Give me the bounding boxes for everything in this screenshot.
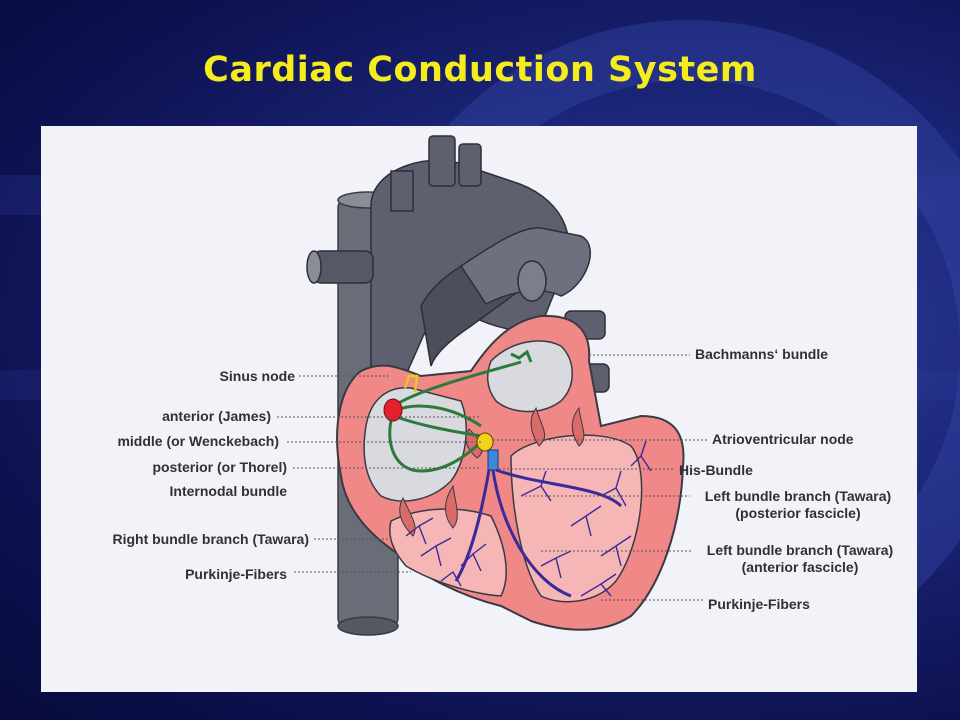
slide-title: Cardiac Conduction System: [203, 50, 757, 90]
label-left-bundle-posterior: Left bundle branch (Tawara) (posterior f…: [687, 488, 909, 522]
label-sinus-node: Sinus node: [219, 368, 295, 384]
bundle-branches: [454, 468, 623, 598]
sinus-node: [383, 398, 403, 422]
label-purkinje-fibers-right: Purkinje-Fibers: [708, 596, 810, 612]
label-bachmanns-bundle: Bachmanns‘ bundle: [695, 346, 829, 362]
label-atrioventricular-node: Atrioventricular node: [712, 431, 854, 447]
label-left-bundle-anterior-line1: Left bundle branch (Tawara): [706, 542, 894, 558]
label-left-bundle-posterior-line1: Left bundle branch (Tawara): [704, 488, 892, 504]
label-left-bundle-posterior-line2: (posterior fascicle): [735, 505, 861, 521]
purkinje-fibers: [405, 440, 652, 597]
label-left-bundle-anterior: Left bundle branch (Tawara) (anterior fa…: [689, 542, 911, 576]
label-his-bundle: His-Bundle: [679, 462, 753, 478]
label-purkinje-fibers-left: Purkinje-Fibers: [185, 566, 287, 582]
label-right-bundle-branch: Right bundle branch (Tawara): [112, 531, 309, 547]
heart-diagram: [277, 135, 708, 636]
label-middle-wenckebach: middle (or Wenckebach): [117, 433, 279, 449]
diagram-panel: Sinus node anterior (James) middle (or W…: [41, 126, 917, 692]
label-anterior-james: anterior (James): [162, 408, 271, 424]
leader-lines: [277, 354, 708, 601]
label-left-bundle-anterior-line2: (anterior fascicle): [741, 559, 859, 575]
his-bundle: [487, 449, 499, 471]
sinus-node-connector: [403, 374, 419, 393]
label-internodal-bundle: Internodal bundle: [169, 483, 287, 499]
label-posterior-thorel: posterior (or Thorel): [152, 459, 287, 475]
left-atrium: [486, 340, 573, 413]
